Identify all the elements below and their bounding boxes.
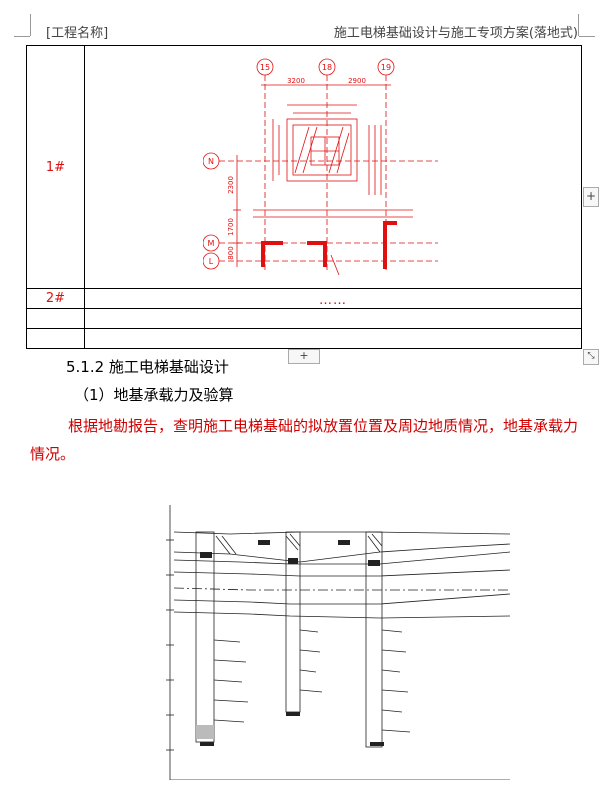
dimension-label: 800 <box>227 246 235 259</box>
dimension-label: 2300 <box>227 176 235 194</box>
table-row[interactable]: 2# …… <box>26 288 582 309</box>
ellipsis-text: …… <box>319 293 347 308</box>
crop-mark <box>30 14 31 36</box>
dimension-label: 2900 <box>348 77 366 85</box>
table-cell-content[interactable] <box>84 328 582 349</box>
section-paragraph: 根据地勘报告，查明施工电梯基础的拟放置位置及周边地质情况，地基承载力情况。 <box>30 417 579 463</box>
table-row[interactable] <box>26 308 582 329</box>
table-cell-content[interactable] <box>84 308 582 329</box>
axis-label: N <box>208 157 214 166</box>
table-row[interactable]: 1# <box>26 45 582 289</box>
axis-label: M <box>208 239 215 248</box>
header-document-title: 施工电梯基础设计与施工专项方案(落地式) <box>333 26 578 41</box>
crop-mark <box>579 36 595 37</box>
table-row[interactable] <box>26 328 582 349</box>
axis-label: 15 <box>260 63 270 72</box>
dimension-label: 3200 <box>287 77 305 85</box>
axis-label: 19 <box>381 63 391 72</box>
axis-label: 18 <box>322 63 332 72</box>
header-project-name: [工程名称] <box>46 26 109 41</box>
table-cell-label[interactable] <box>26 308 85 329</box>
table-cell-label[interactable]: 1# <box>26 45 85 289</box>
elevator-table[interactable]: 1# <box>26 45 582 349</box>
table-resize-handle[interactable]: ⤡ <box>583 349 599 365</box>
section-heading: 5.1.2 施工电梯基础设计 <box>66 358 229 376</box>
crop-mark <box>578 14 579 36</box>
section-subheading: （1）地基承载力及验算 <box>74 386 234 404</box>
dimension-label: 1700 <box>227 218 235 236</box>
crop-mark <box>14 36 30 37</box>
table-cell-drawing[interactable]: 15 18 19 N M L 3200 2900 2300 1700 800 <box>84 45 582 289</box>
table-cell-label[interactable]: 2# <box>26 288 85 309</box>
foundation-plan-drawing: 15 18 19 N M L 3200 2900 2300 1700 800 <box>203 58 438 275</box>
add-row-button[interactable]: + <box>288 349 320 364</box>
table-cell-content[interactable]: …… <box>84 288 582 309</box>
table-cell-label[interactable] <box>26 328 85 349</box>
borehole-section-figure <box>166 505 511 780</box>
axis-label: L <box>209 257 214 266</box>
add-column-button[interactable]: + <box>583 187 599 207</box>
